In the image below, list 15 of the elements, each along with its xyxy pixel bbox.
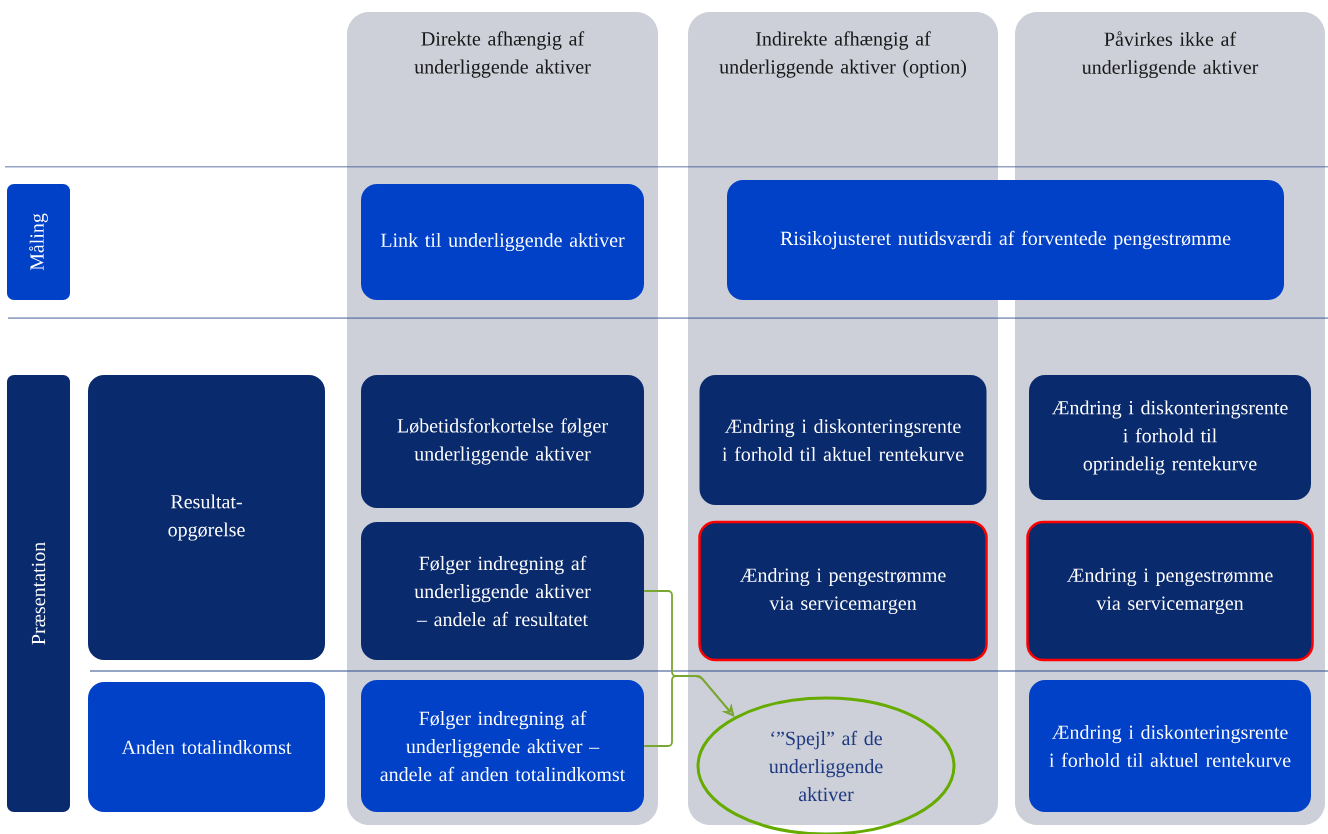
rounded-box: Ændring i diskonteringsrente i forhold til aktuel rentekurve: [699, 375, 987, 505]
rounded-box: Følger indregning af underliggende aktiver – andele af anden totalindkomst: [361, 680, 644, 812]
rounded-box: Følger indregning af underliggende aktiver – andele af resultatet: [361, 522, 644, 660]
rounded-box: Risikojusteret nutidsværdi af forventede pengestrømme: [727, 180, 1284, 300]
bracket-arrow: [643, 675, 735, 747]
highlighted-box: Ændring i pengestrømme via servicemargen: [1026, 520, 1314, 662]
rounded-box: Resultat-opgørelse: [88, 375, 325, 660]
row-label-box: Måling: [7, 184, 70, 300]
rounded-box: Link til underliggende aktiver: [361, 184, 644, 300]
rounded-box: Ændring i diskonteringsrente i forhold til aktuel rentekurve: [1029, 680, 1311, 812]
rounded-box: Anden totalindkomst: [88, 682, 325, 812]
rounded-box: Løbetidsforkortelse følger underliggende aktiver: [361, 375, 644, 508]
row-label-box: Præsentation: [7, 375, 70, 812]
highlighted-box: Ændring i pengestrømme via servicemargen: [698, 520, 988, 662]
rounded-box: Ændring i diskonteringsrente i forhold til oprindelig rentekurve: [1029, 375, 1311, 500]
